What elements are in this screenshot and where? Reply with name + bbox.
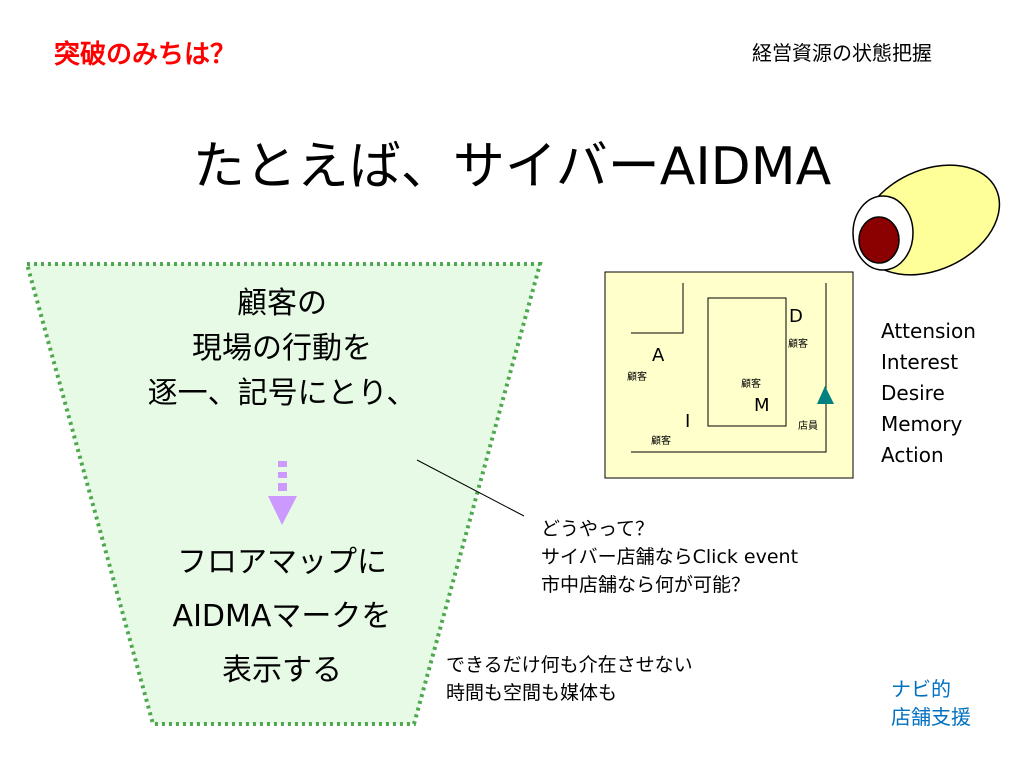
question-note-line: どうやって？ [541,518,655,540]
map-mark-d: D [789,306,803,327]
slide-kicker: 突破のみちは？ [54,40,237,70]
aidma-term-list: Attension Interest Desire Memory Action [881,316,976,471]
aidma-term: Interest [881,350,959,374]
staff-marker-icon [817,386,834,404]
floor-map-wall [631,283,827,453]
navi-note: ナビ的 店舗支援 [891,675,971,731]
funnel-bottom-line: フロアマップに [177,545,387,580]
navi-note-line: ナビ的 [891,677,951,701]
funnel-shape [24,262,543,726]
slide-title: たとえば、サイバーAIDMA [192,137,832,197]
aidma-term: Memory [881,412,963,436]
floor-map-background [604,271,854,479]
funnel-top-line: 顧客の [237,286,327,321]
funnel-top-line: 現場の行動を [192,331,372,366]
aidma-term: Desire [881,381,945,405]
funnel-bottom-line: 表示する [222,653,342,688]
question-note-line: サイバー店舗ならClick event [541,546,799,568]
funnel-top-text: 顧客の 現場の行動を 逐一、記号にとり、 [22,281,542,416]
map-staff-label: 店員 [798,421,818,432]
eye-icon [852,164,1001,276]
map-customer-label: 顧客 [627,372,647,383]
minimize-note-line: できるだけ何も介在させない [446,654,693,676]
map-mark-a: A [652,345,665,366]
funnel-top-line: 逐一、記号にとり、 [147,376,417,411]
minimize-note-line: 時間も空間も媒体も [446,682,618,704]
connector-line [416,459,525,517]
question-note-line: 市中店舗なら何が可能？ [541,574,751,596]
floor-map-shelf [707,297,787,427]
map-mark-i: I [685,411,691,432]
navi-note-line: 店舗支援 [891,705,971,729]
minimize-note: できるだけ何も介在させない 時間も空間も媒体も [446,651,693,707]
funnel-bottom-line: AIDMAマークを [172,599,392,634]
map-mark-m: M [754,395,770,416]
down-arrow-icon [268,461,297,525]
aidma-term: Action [881,443,944,467]
slide-section-label: 経営資源の状態把握 [752,41,932,65]
map-customer-label: 顧客 [788,339,808,350]
map-customer-label: 顧客 [741,379,761,390]
funnel-bottom-text: フロアマップに AIDMAマークを 表示する [22,536,542,698]
aidma-term: Attension [881,319,976,343]
question-note: どうやって？ サイバー店舗ならClick event 市中店舗なら何が可能？ [541,515,798,599]
floor-map-wall [631,283,684,334]
map-customer-label: 顧客 [651,436,671,447]
